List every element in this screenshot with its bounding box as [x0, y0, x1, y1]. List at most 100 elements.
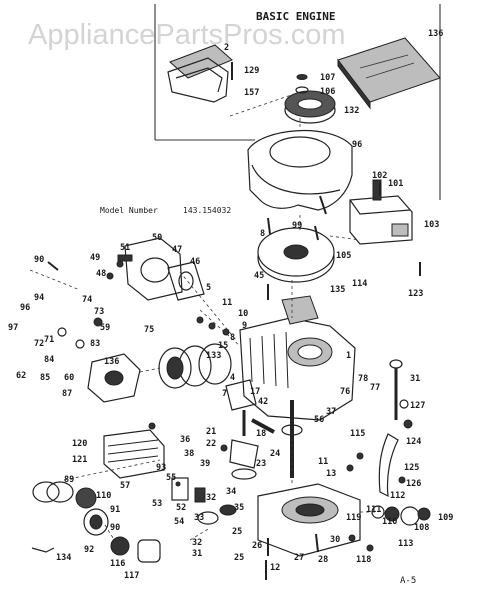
part-label: 92	[84, 545, 94, 555]
part-label: 119	[346, 513, 361, 523]
part-103-muffler	[349, 179, 413, 245]
part-label: 38	[184, 449, 194, 459]
part-label: 120	[72, 439, 87, 449]
part-label: 118	[356, 555, 371, 565]
part-136-manual	[337, 37, 441, 110]
part-label: 112	[390, 491, 405, 501]
part-label: 60	[64, 373, 74, 383]
part-label: 7	[222, 389, 227, 399]
part-label: 10	[238, 309, 248, 319]
part-15-intake-tube	[158, 343, 232, 389]
part-label: 127	[410, 401, 425, 411]
part-label: 117	[124, 571, 139, 581]
part-label: 48	[96, 269, 106, 279]
part-label: 51	[120, 243, 130, 253]
part-label: 113	[398, 539, 413, 549]
alignment-line	[29, 269, 81, 291]
part-label: 78	[358, 374, 368, 384]
part-label: 75	[144, 325, 154, 335]
part-label: 83	[90, 339, 100, 349]
part-23-connecting-rod	[229, 439, 259, 480]
part-label: 42	[258, 397, 268, 407]
part-label: 102	[372, 171, 387, 181]
part-label: 11	[222, 298, 232, 308]
part-label: 30	[330, 535, 340, 545]
part-label: 2	[224, 43, 229, 53]
part-label: 111	[366, 505, 381, 515]
part-label: 31	[192, 549, 202, 559]
part-label: 55	[166, 473, 176, 483]
part-label: 36	[180, 435, 190, 445]
part-46-gasket	[167, 261, 205, 301]
part-label: 105	[336, 251, 351, 261]
part-label: 52	[176, 503, 186, 513]
part-label: 123	[408, 289, 423, 299]
part-34-seal	[197, 504, 237, 525]
part-label: 91	[110, 505, 120, 515]
part-96-blower-housing	[247, 130, 353, 215]
part-label: 45	[254, 271, 264, 281]
part-label: 135	[330, 285, 345, 295]
part-134-wire	[31, 547, 55, 553]
part-label: 11	[318, 457, 328, 467]
model-number-label: Model Number	[100, 206, 158, 215]
part-label: 106	[320, 87, 335, 97]
part-label: 50	[152, 233, 162, 243]
part-label: 90	[34, 255, 44, 265]
part-label: 21	[206, 427, 216, 437]
part-label: 12	[270, 563, 280, 573]
part-label: 89	[64, 475, 74, 485]
part-label: 56	[314, 415, 324, 425]
part-label: 46	[190, 257, 200, 267]
part-label: 47	[172, 245, 182, 255]
model-number-value: 143.154032	[183, 206, 231, 215]
part-label: 110	[382, 517, 397, 527]
part-label: 28	[318, 555, 328, 565]
part-label: 84	[44, 355, 54, 365]
part-125-fill-tube	[378, 433, 399, 498]
part-135-flywheel	[257, 227, 335, 283]
part-label: 59	[100, 323, 110, 333]
part-label: 39	[200, 459, 210, 469]
alignment-line	[104, 524, 119, 547]
part-91-housing	[83, 508, 109, 536]
part-label: 37	[326, 407, 336, 417]
part-label: 136	[428, 29, 443, 39]
part-label: 15	[218, 341, 228, 351]
part-label: 126	[406, 479, 421, 489]
alignment-line	[329, 235, 361, 241]
part-label: 129	[244, 66, 259, 76]
part-label: 17	[250, 387, 260, 397]
part-label: 18	[256, 429, 266, 439]
part-label: 90	[110, 523, 120, 533]
part-label: 108	[414, 523, 429, 533]
alignment-line	[63, 459, 161, 481]
part-label: 1	[346, 351, 351, 361]
alignment-line	[189, 527, 211, 541]
part-136-carburetor-assembly	[87, 353, 141, 403]
part-label: 109	[438, 513, 453, 523]
part-label: 115	[350, 429, 365, 439]
fastener-screws	[47, 62, 421, 580]
part-label: 34	[226, 487, 236, 497]
part-label: 25	[234, 553, 244, 563]
part-label: 26	[252, 541, 262, 551]
part-label: 23	[256, 459, 266, 469]
part-label: 71	[44, 335, 54, 345]
part-label: 53	[152, 499, 162, 509]
part-label: 87	[62, 389, 72, 399]
part-label: 76	[340, 387, 350, 397]
part-label: 24	[270, 449, 280, 459]
part-53-governor	[171, 477, 206, 503]
part-label: 74	[82, 295, 92, 305]
part-label: 32	[206, 493, 216, 503]
part-label: 49	[90, 253, 100, 263]
part-18-camshaft	[225, 379, 257, 436]
part-label: 62	[16, 371, 26, 381]
part-label: 8	[230, 333, 235, 343]
part-label: 5	[206, 283, 211, 293]
part-120-air-filter-housing	[103, 429, 165, 479]
part-label: 124	[406, 437, 421, 447]
watermark-text: AppliancePartsPros.com	[28, 19, 346, 51]
part-89-drum	[32, 481, 74, 503]
